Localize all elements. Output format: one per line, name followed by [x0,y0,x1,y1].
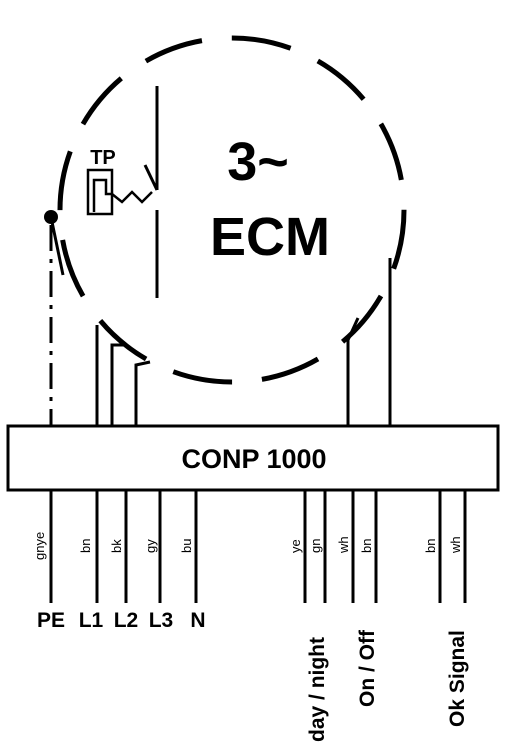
wire-color-label: bu [179,539,194,553]
function-on-off: On / Off [356,629,379,707]
motor-wire-l2 [110,343,125,426]
motor-type-label: ECM [210,207,330,267]
wire-color-label: gy [143,539,158,553]
thermal-protector-label: TP [90,147,116,169]
wire-color-label: wh [448,536,463,554]
motor-wire-l3 [134,360,151,426]
earth-link [49,216,65,276]
terminal-n: N [190,609,205,632]
terminal-l2: L2 [114,609,139,632]
switch-blade [143,164,159,191]
thermal-protector: TP [86,147,153,216]
terminal-l3: L3 [149,609,174,632]
motor-outline [57,35,407,385]
thermal-protector-link [111,190,153,204]
wire-color-label: bk [109,539,124,553]
motor-phase-label: 3~ [227,132,289,192]
controller-label: CONP 1000 [181,444,326,474]
wire-color-label: gnye [32,532,47,560]
thermal-protector-body [86,168,114,216]
terminal-l1: L1 [79,609,104,632]
motor-wire-onoff [346,317,360,426]
wire-color-label: wh [336,536,351,554]
wire-color-label: bn [423,539,438,553]
thermal-protector-element [92,178,112,212]
wire-color-label: bn [78,539,93,553]
function-day-night: day / night [306,637,329,742]
controller-box [6,424,500,492]
function-ok-signal: Ok Signal [446,630,469,727]
wire-color-label: gn [308,539,323,553]
wire-color-label: bn [359,539,374,553]
wire-color-label: ye [288,539,303,553]
terminal-pe: PE [37,609,65,632]
